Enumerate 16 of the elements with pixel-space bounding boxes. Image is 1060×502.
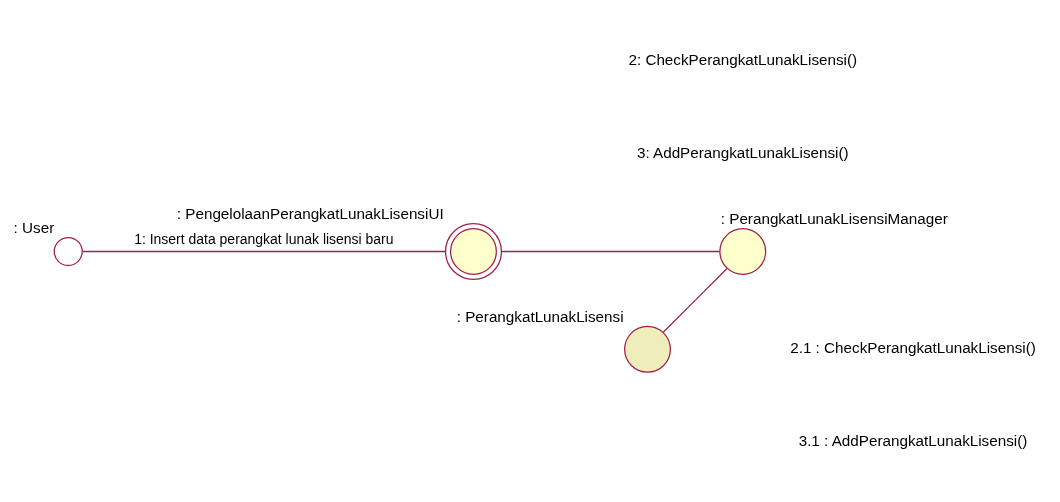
label: 2: CheckPerangkatLunakLisensi() [628, 50, 858, 68]
node-circle [444, 222, 503, 280]
label: 2.1 : CheckPerangkatLunakLisensi() [790, 338, 1036, 356]
node-circle [719, 227, 767, 275]
label: 3: AddPerangkatLunakLisensi() [636, 143, 849, 161]
node-label: : PerangkatLunakLisensiManager [720, 209, 948, 227]
connector [501, 250, 721, 252]
edge-label: 1: Insert data perangkat lunak lisensi baru [134, 230, 394, 247]
label: 3.1 : AddPerangkatLunakLisensi() [798, 431, 1028, 449]
node-label: : User [13, 218, 55, 236]
node-circle [53, 236, 83, 266]
node-circle [624, 325, 671, 373]
node-label: : PengelolaanPerangkatLunakLisensiUI [176, 204, 444, 222]
node-label: : PerangkatLunakLisensi [456, 307, 624, 325]
connector [662, 267, 728, 333]
connector [82, 250, 446, 252]
